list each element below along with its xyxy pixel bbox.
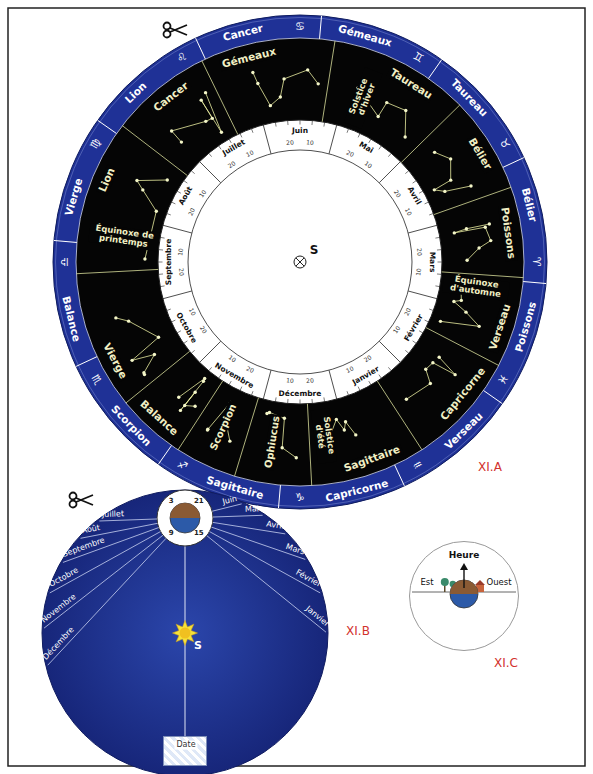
month-rays	[44, 504, 326, 665]
sun-symbol	[173, 621, 198, 646]
horizon-disk: HeureEst Ouest	[409, 541, 519, 651]
pole-mark	[294, 256, 306, 268]
hour-number: 15	[194, 531, 204, 539]
day-number: 20	[178, 268, 185, 276]
day-number: 20	[415, 248, 422, 256]
day-number: 10	[178, 248, 185, 256]
constellations	[76, 41, 523, 486]
scissors-icon	[164, 23, 188, 38]
figure-label: XI.C	[494, 657, 518, 670]
month-name: Mars	[427, 252, 435, 273]
hour-number: 21	[194, 498, 204, 506]
zodiac-ring	[53, 15, 547, 509]
center-disk	[188, 150, 412, 374]
constellation-band	[76, 38, 524, 486]
month-name: Mai	[245, 505, 259, 514]
figure-label: XI.A	[478, 461, 502, 474]
zodiac-symbol: ♈	[529, 257, 541, 267]
hour-number: 9	[169, 531, 174, 539]
ring-edge	[56, 18, 545, 507]
horizon-disk-ground	[409, 541, 519, 651]
node-title: Heure	[447, 551, 482, 561]
zodiac-symbol: ♑	[295, 491, 305, 503]
hour-arrow-head	[460, 563, 468, 570]
node-text: Est	[420, 578, 433, 587]
hour-dial	[157, 490, 213, 546]
day-number: 20	[306, 377, 314, 384]
day-number: 10	[286, 377, 294, 384]
ring-ticks	[54, 16, 546, 508]
earth-land	[170, 503, 200, 518]
day-number: 10	[415, 268, 422, 276]
date-ring	[158, 120, 442, 404]
zodiac-symbol: ♋	[295, 20, 305, 32]
month-name: Septembre	[164, 239, 172, 286]
scissors-icon	[70, 493, 94, 508]
node-title: Date	[174, 741, 197, 750]
sun-core	[180, 628, 191, 639]
sun-mark: S	[194, 640, 202, 652]
earth-dial	[170, 503, 200, 533]
hour-number: 3	[169, 498, 174, 506]
node-text: Ouest	[486, 578, 511, 587]
month-name: Juin	[292, 126, 308, 134]
month-name: Juillet	[102, 510, 124, 520]
zodiac-symbol: ♎	[58, 257, 70, 267]
day-number: 20	[286, 140, 294, 147]
date-window: Date	[163, 736, 207, 766]
month-name: Décembre	[279, 389, 322, 397]
day-number: 10	[306, 140, 314, 147]
sun-disk	[42, 490, 328, 774]
figure-label: XI.B	[346, 625, 370, 638]
month-ticks	[158, 120, 442, 404]
south-pole-mark: S	[310, 244, 319, 257]
hour-arrow	[463, 569, 464, 588]
